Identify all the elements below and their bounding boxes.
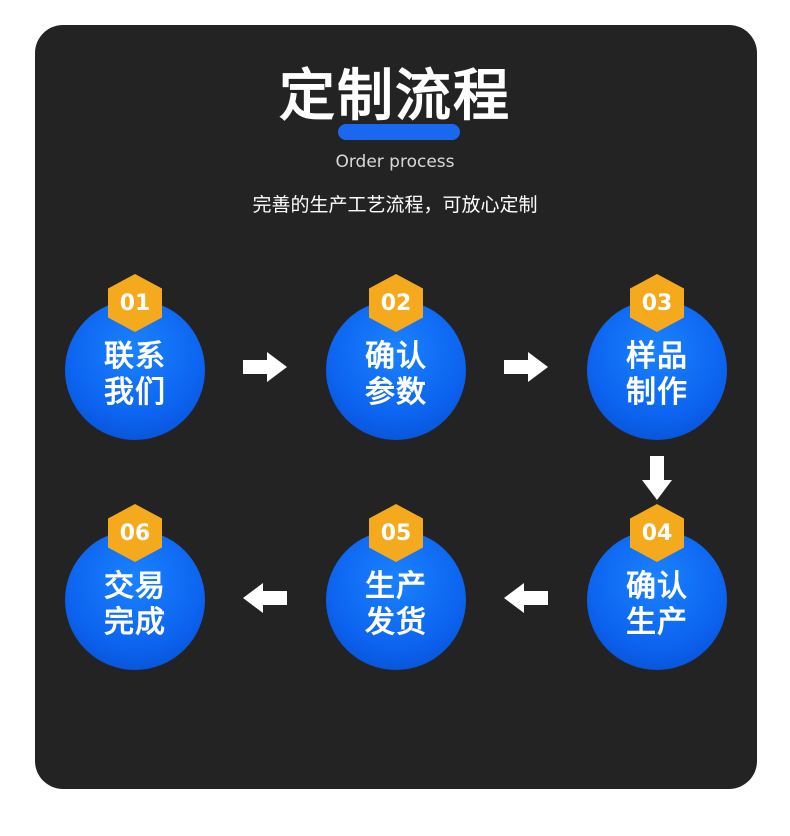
- step-label-line2: 制作: [626, 375, 688, 410]
- step-04: 确认 生产 04: [587, 502, 727, 682]
- step-06: 交易 完成 06: [65, 502, 205, 682]
- step-number-badge: 04: [630, 504, 684, 562]
- step-label-line1: 确认: [626, 569, 688, 604]
- step-label-line1: 交易: [104, 569, 166, 604]
- page-tagline: 完善的生产工艺流程，可放心定制: [252, 194, 538, 216]
- step-01: 联系 我们 01: [65, 272, 205, 452]
- step-number: 05: [380, 520, 412, 546]
- page-subtitle: Order process: [335, 152, 455, 172]
- step-label-line1: 联系: [104, 339, 166, 374]
- page-title: 定制流程: [279, 64, 511, 129]
- step-number: 03: [641, 290, 673, 316]
- step-circle: 样品 制作: [587, 300, 727, 440]
- step-label-line1: 样品: [626, 339, 688, 374]
- step-number-badge: 05: [369, 504, 423, 562]
- arrow-left-icon: [243, 583, 287, 613]
- step-label-line2: 我们: [104, 375, 166, 410]
- step-number: 04: [641, 520, 673, 546]
- arrow-right-icon: [243, 352, 287, 382]
- step-number: 06: [119, 520, 151, 546]
- step-label-line2: 生产: [626, 605, 688, 640]
- step-02: 确认 参数 02: [326, 272, 466, 452]
- step-03: 样品 制作 03: [587, 272, 727, 452]
- step-label-line2: 完成: [104, 605, 166, 640]
- title-block: 定制流程: [0, 52, 790, 142]
- step-number: 02: [380, 290, 412, 316]
- step-label-line1: 生产: [365, 569, 427, 604]
- arrow-down-icon: [642, 456, 672, 500]
- step-circle: 生产 发货: [326, 530, 466, 670]
- arrow-right-icon: [504, 352, 548, 382]
- step-05: 生产 发货 05: [326, 502, 466, 682]
- step-number-badge: 06: [108, 504, 162, 562]
- step-label-line1: 确认: [365, 339, 427, 374]
- step-number: 01: [119, 290, 151, 316]
- title-accent-bar: [338, 124, 460, 140]
- step-label-line2: 发货: [365, 605, 427, 640]
- arrow-left-icon: [504, 583, 548, 613]
- step-label-line2: 参数: [365, 375, 427, 410]
